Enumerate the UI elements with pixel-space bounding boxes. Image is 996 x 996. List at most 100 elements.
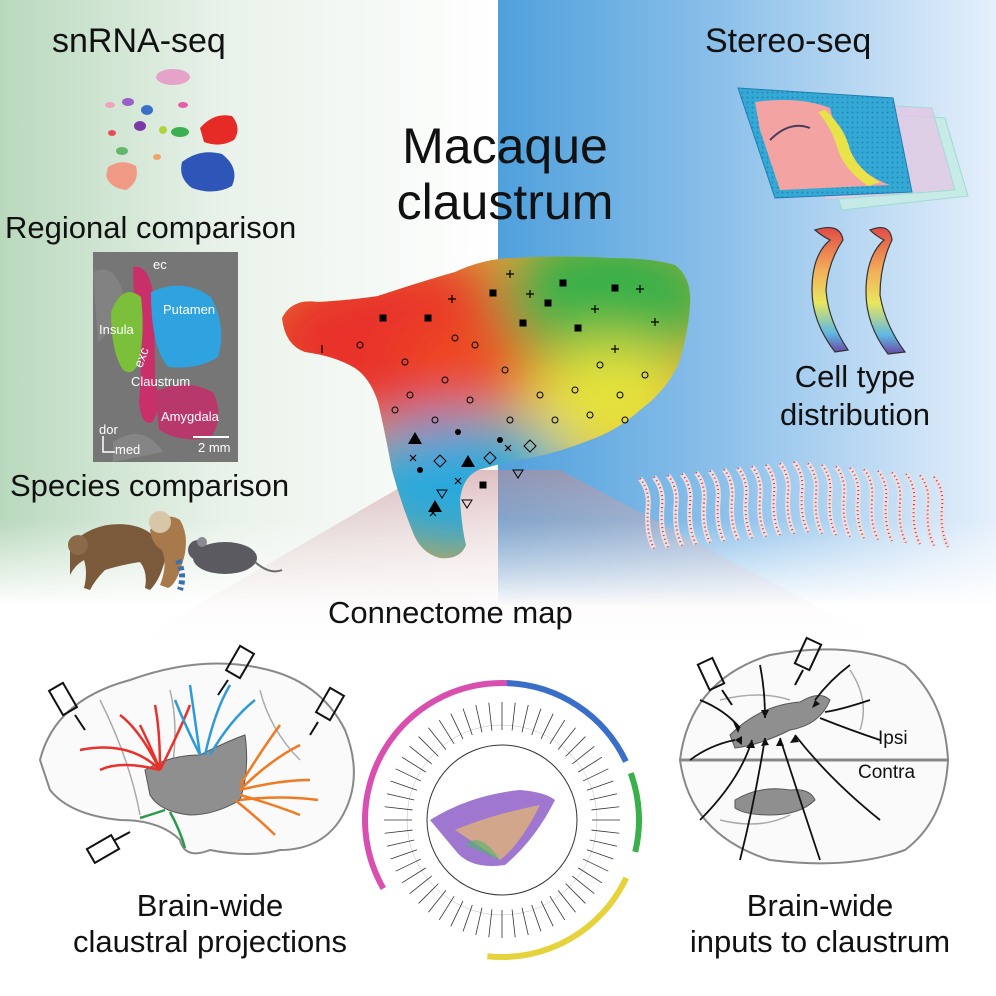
green-projection-arrows bbox=[139, 808, 187, 849]
section-slice bbox=[792, 460, 811, 534]
marker-cross bbox=[504, 444, 512, 452]
marker-diamond bbox=[523, 439, 537, 453]
dendrogram-branch bbox=[586, 780, 614, 791]
dendrogram-branch bbox=[409, 875, 432, 894]
dendrogram-branch bbox=[384, 806, 413, 811]
marker-cross bbox=[409, 454, 417, 462]
dendrogram-branch bbox=[401, 756, 427, 773]
orientation-axes bbox=[102, 436, 229, 453]
section-slice bbox=[666, 473, 685, 547]
marmoset-icon bbox=[149, 511, 186, 591]
marker-circle bbox=[616, 391, 624, 399]
inputs-line1: Brain-wide bbox=[746, 888, 894, 923]
brain-outline-contra bbox=[678, 759, 950, 865]
claustrum-3d bbox=[144, 734, 248, 816]
dendrogram-branch bbox=[386, 839, 415, 847]
marker-triangle-down bbox=[512, 469, 524, 479]
section-slice bbox=[708, 469, 727, 543]
section-slice bbox=[834, 464, 853, 538]
main-title-line2: claustrum bbox=[396, 174, 614, 230]
umap-cluster bbox=[159, 126, 167, 134]
marker-dot bbox=[455, 429, 461, 435]
dendrogram-branch bbox=[557, 727, 576, 750]
red-projection-arrows bbox=[79, 704, 192, 772]
dendrogram-branch bbox=[591, 829, 620, 834]
umap-cluster bbox=[105, 102, 115, 108]
dendrogram-branch bbox=[384, 829, 413, 834]
dendrogram-branch bbox=[390, 780, 418, 791]
dendrogram-branch bbox=[565, 736, 586, 757]
dendrogram-branch bbox=[390, 849, 418, 860]
marker-circle bbox=[401, 358, 409, 366]
section-slice bbox=[806, 461, 825, 535]
label-putamen: Putamen bbox=[163, 302, 216, 317]
dendrogram-branch bbox=[540, 713, 554, 740]
claustrum-section-image: ec Putamen Insula exc Claustrum Amygdala… bbox=[93, 252, 238, 462]
marker-square bbox=[379, 314, 387, 322]
dendrogram-branch bbox=[418, 736, 439, 757]
marker-circle bbox=[466, 396, 474, 404]
blue-projection-arrows bbox=[173, 684, 256, 756]
dendrogram-branch bbox=[540, 900, 554, 927]
dendrogram-branch bbox=[438, 719, 455, 745]
section-slice bbox=[638, 476, 657, 550]
marker-square bbox=[424, 314, 432, 322]
dendrogram-branch bbox=[488, 702, 493, 731]
marker-circle bbox=[406, 391, 414, 399]
marker-dot bbox=[497, 437, 503, 443]
section-slice bbox=[848, 466, 867, 540]
dendrogram-branch bbox=[572, 746, 595, 765]
umap-cluster bbox=[122, 98, 134, 106]
projections-line2: claustral projections bbox=[73, 924, 347, 959]
marker-square bbox=[489, 289, 497, 297]
marker-cross bbox=[454, 477, 462, 485]
label-scale-bar: 2 mm bbox=[198, 440, 231, 455]
dendrogram-branch bbox=[511, 702, 516, 731]
arrowheads bbox=[733, 700, 820, 748]
section-regions bbox=[93, 252, 238, 462]
marker-circle bbox=[431, 416, 439, 424]
inputs-line2: inputs to claustrum bbox=[689, 924, 951, 959]
dendrogram-branch bbox=[549, 895, 566, 921]
marker-square bbox=[544, 299, 552, 307]
marker-square bbox=[519, 319, 527, 327]
marker-plus bbox=[448, 295, 456, 303]
species-comparison-title: Species comparison bbox=[10, 468, 290, 503]
dendrogram-branch bbox=[531, 904, 542, 932]
umap-cluster bbox=[116, 147, 128, 155]
marker-diamond bbox=[433, 454, 447, 468]
insula-region bbox=[111, 292, 143, 373]
stereo-seq-title: Stereo-seq bbox=[705, 22, 872, 60]
section-slice bbox=[694, 470, 713, 544]
dendrogram-branch bbox=[401, 867, 427, 884]
marker-diamond bbox=[483, 451, 497, 465]
claustrum-strip-left bbox=[811, 227, 850, 353]
marker-triangle-down bbox=[436, 489, 448, 499]
amygdala-region bbox=[155, 384, 219, 440]
dendrogram-branch bbox=[589, 793, 618, 801]
dendrogram-branch bbox=[565, 883, 586, 904]
umap-cluster bbox=[108, 130, 116, 136]
projections-line1: Brain-wide bbox=[136, 888, 284, 923]
dendrogram-branch bbox=[409, 746, 432, 765]
section-slice bbox=[652, 475, 671, 549]
marker-circle bbox=[391, 406, 399, 414]
ipsi-label: Ipsi bbox=[878, 728, 908, 749]
marker-circle bbox=[536, 391, 544, 399]
marker-plus bbox=[591, 305, 599, 313]
connectome-map-title: Connectome map bbox=[328, 595, 573, 630]
marker-square bbox=[611, 284, 619, 292]
marker-triangle-down bbox=[461, 499, 473, 509]
dendrogram-branch bbox=[428, 727, 447, 750]
dendrogram-branch bbox=[521, 704, 529, 733]
marker-plus bbox=[526, 290, 534, 298]
section-slice bbox=[764, 463, 783, 537]
dendrogram-branch bbox=[438, 895, 455, 921]
